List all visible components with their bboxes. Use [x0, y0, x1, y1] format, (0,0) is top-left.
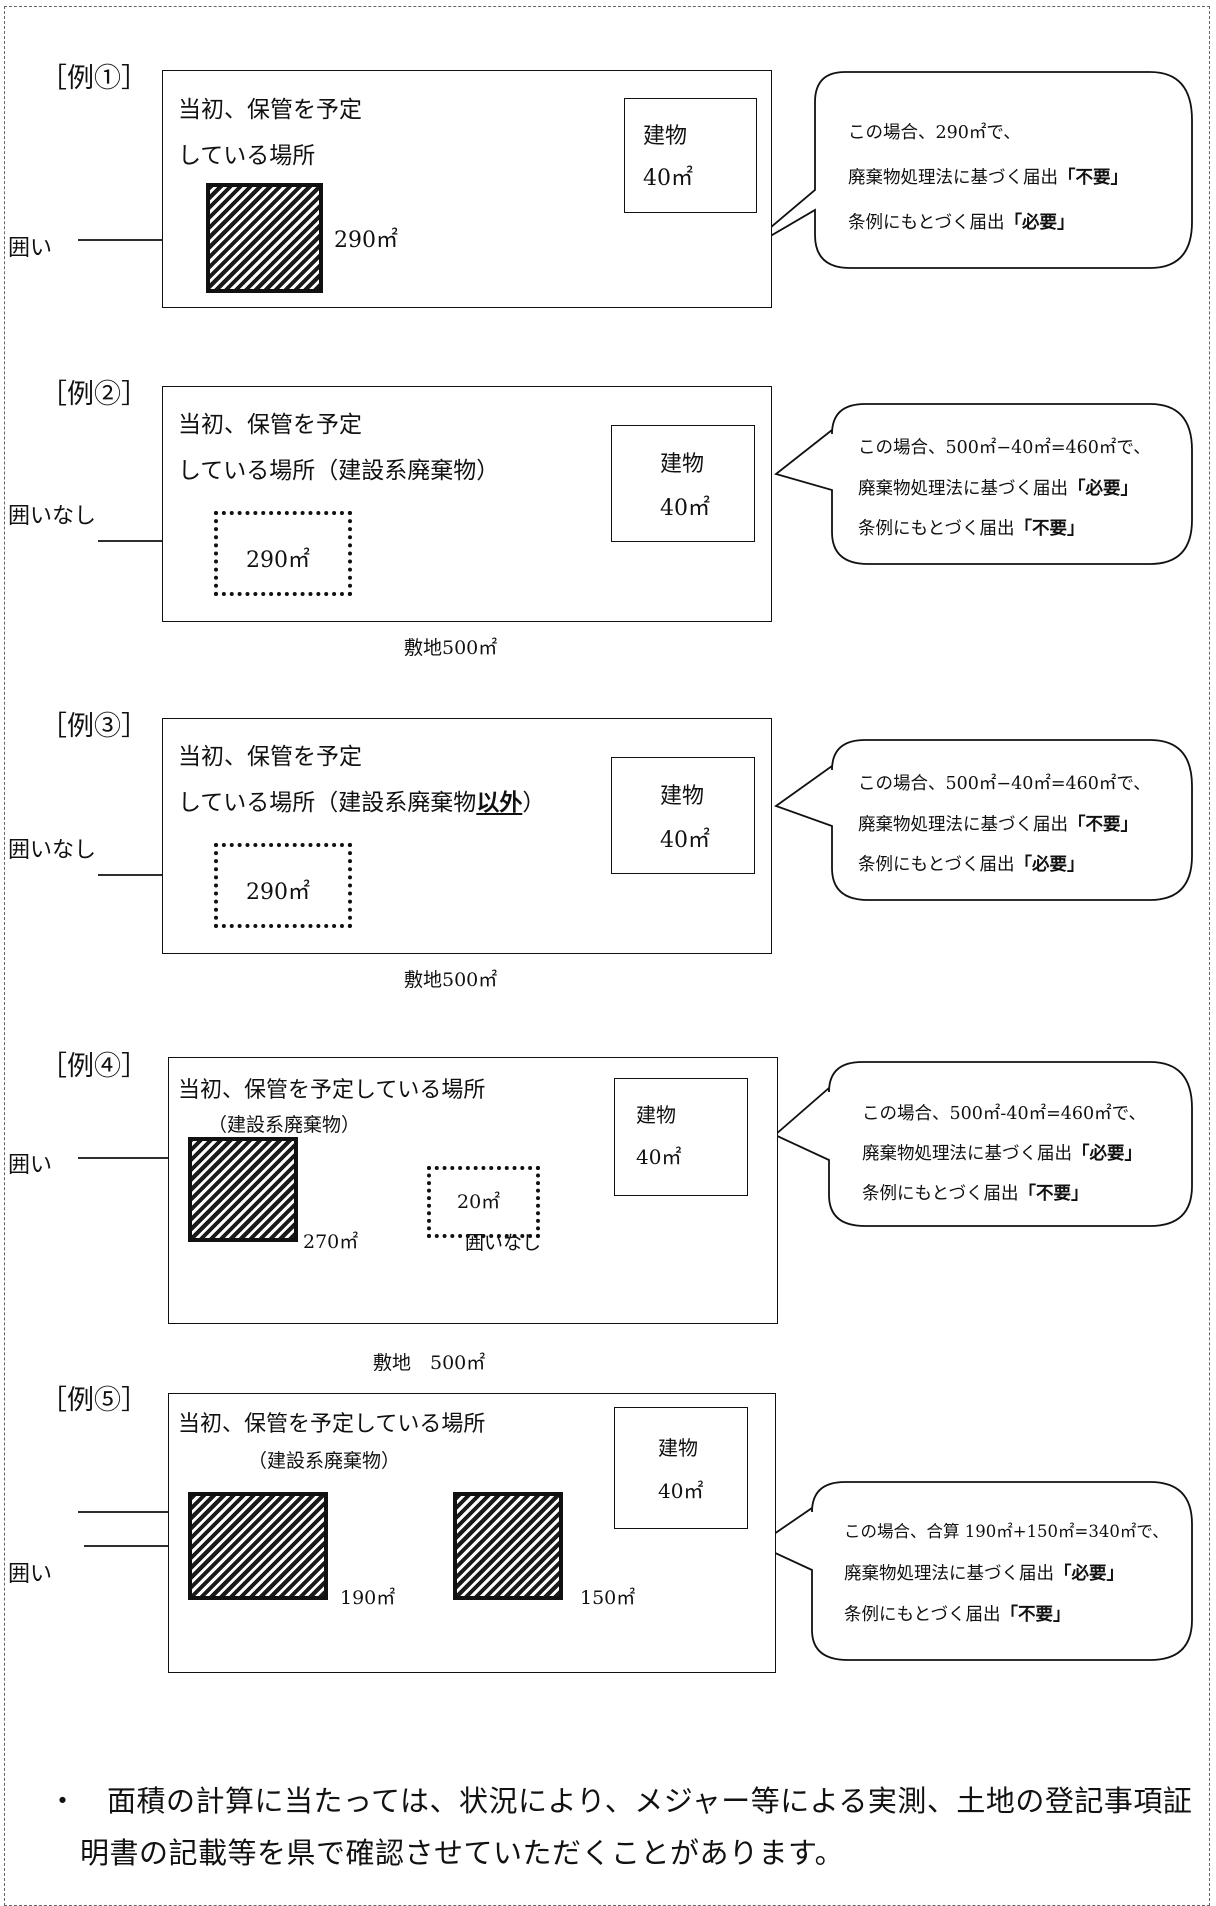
building-label: 建物: [658, 1436, 698, 1460]
bubble-legal: 廃棄物処理法に基づく届出「必要」: [858, 479, 1138, 499]
building-label: 建物: [660, 452, 705, 477]
unfenced-storage-area: [214, 511, 352, 596]
waste-type-text: している場所（建設系廃棄物）: [178, 458, 500, 484]
bubble-legal: 廃棄物処理法に基づく届出「不要」: [848, 168, 1128, 188]
example-label: ［例④］: [40, 1051, 148, 1082]
area-label: 270㎡: [303, 1231, 359, 1253]
site-area-label: 敷地500㎡: [404, 969, 498, 991]
site-area-label: 敷地 500㎡: [373, 1352, 486, 1374]
fence-label: 囲いなし: [8, 838, 97, 863]
footnote-line1: ・ 面積の計算に当たっては、状況により、メジャー等による実測、土地の登記事項証: [48, 1784, 1193, 1818]
building-box: [611, 757, 755, 874]
waste-type-text: （建設系廃棄物）: [208, 1114, 361, 1136]
building-area: 40㎡: [660, 496, 710, 521]
speech-bubble: [756, 1481, 1193, 1661]
area-label: 290㎡: [246, 548, 310, 573]
building-label: 建物: [636, 1103, 676, 1127]
fence-label: 囲い: [8, 236, 53, 261]
bubble-calc: この場合、500㎡−40㎡=460㎡で、: [858, 438, 1151, 458]
bubble-legal: 廃棄物処理法に基づく届出「必要」: [862, 1144, 1142, 1164]
no-fence-label: 囲いなし: [465, 1232, 542, 1254]
storage-place-text: 当初、保管を予定: [178, 744, 362, 770]
example-label: ［例③］: [40, 711, 148, 742]
building-label: 建物: [643, 124, 688, 149]
fence-label: 囲い: [8, 1562, 53, 1587]
bubble-legal: 廃棄物処理法に基づく届出「不要」: [858, 815, 1138, 835]
building-area: 40㎡: [658, 1479, 704, 1503]
building-area: 40㎡: [636, 1145, 682, 1169]
storage-place-text: 当初、保管を予定している場所: [178, 1078, 486, 1103]
fence-label: 囲い: [8, 1153, 53, 1178]
storage-place-text: 当初、保管を予定している場所: [178, 1412, 486, 1437]
storage-place-text-line2: している場所: [178, 143, 316, 169]
unfenced-small-area: [427, 1166, 540, 1238]
fence-label: 囲いなし: [8, 504, 97, 529]
bubble-calc: この場合、合算 190㎡+150㎡=340㎡で、: [844, 1522, 1169, 1541]
speech-bubble: [774, 739, 1193, 901]
bubble-ordinance: 条例にもとづく届出「不要」: [858, 519, 1085, 539]
bubble-calc: この場合、290㎡で、: [848, 123, 1021, 143]
storage-place-text: 当初、保管を予定: [178, 412, 362, 438]
waste-type-text: （建設系廃棄物）: [248, 1450, 401, 1472]
bubble-ordinance: 条例にもとづく届出「必要」: [848, 213, 1075, 233]
building-box: [614, 1407, 748, 1529]
small-area-label: 20㎡: [457, 1191, 501, 1213]
bubble-legal: 廃棄物処理法に基づく届出「必要」: [844, 1564, 1124, 1584]
area-label: 290㎡: [246, 880, 310, 905]
footnote-line2: 明書の記載等を県で確認させていただくことがあります。: [80, 1836, 845, 1870]
building-area: 40㎡: [643, 166, 693, 191]
example-label: ［例②］: [40, 379, 148, 410]
area-label-2: 150㎡: [580, 1587, 636, 1609]
building-box: [611, 425, 755, 542]
building-label: 建物: [660, 784, 705, 809]
bubble-ordinance: 条例にもとづく届出「必要」: [858, 855, 1085, 875]
fenced-storage-area: [188, 1137, 298, 1242]
building-box: [614, 1078, 748, 1196]
example-label: ［例⑤］: [40, 1385, 148, 1416]
waste-type-text: している場所（建設系廃棄物以外）: [178, 789, 546, 816]
speech-bubble: [737, 71, 1193, 269]
speech-bubble: [773, 1061, 1193, 1227]
area-label-1: 190㎡: [340, 1587, 396, 1609]
bubble-calc: この場合、500㎡−40㎡=460㎡で、: [858, 774, 1151, 794]
unfenced-storage-area: [214, 843, 352, 928]
fenced-storage-area-1: [188, 1492, 328, 1600]
speech-bubble: [774, 403, 1193, 565]
building-area: 40㎡: [660, 828, 710, 853]
example-label: ［例①］: [40, 63, 148, 94]
bubble-ordinance: 条例にもとづく届出「不要」: [862, 1184, 1089, 1204]
bubble-ordinance: 条例にもとづく届出「不要」: [844, 1605, 1071, 1625]
storage-place-text: 当初、保管を予定: [178, 97, 362, 123]
site-area-label: 敷地500㎡: [404, 637, 498, 659]
fenced-storage-area-2: [453, 1492, 563, 1600]
area-label: 290㎡: [334, 228, 398, 253]
building-box: [624, 98, 757, 213]
bubble-calc: この場合、500㎡-40㎡=460㎡で、: [862, 1104, 1146, 1124]
fenced-storage-area: [206, 183, 323, 293]
